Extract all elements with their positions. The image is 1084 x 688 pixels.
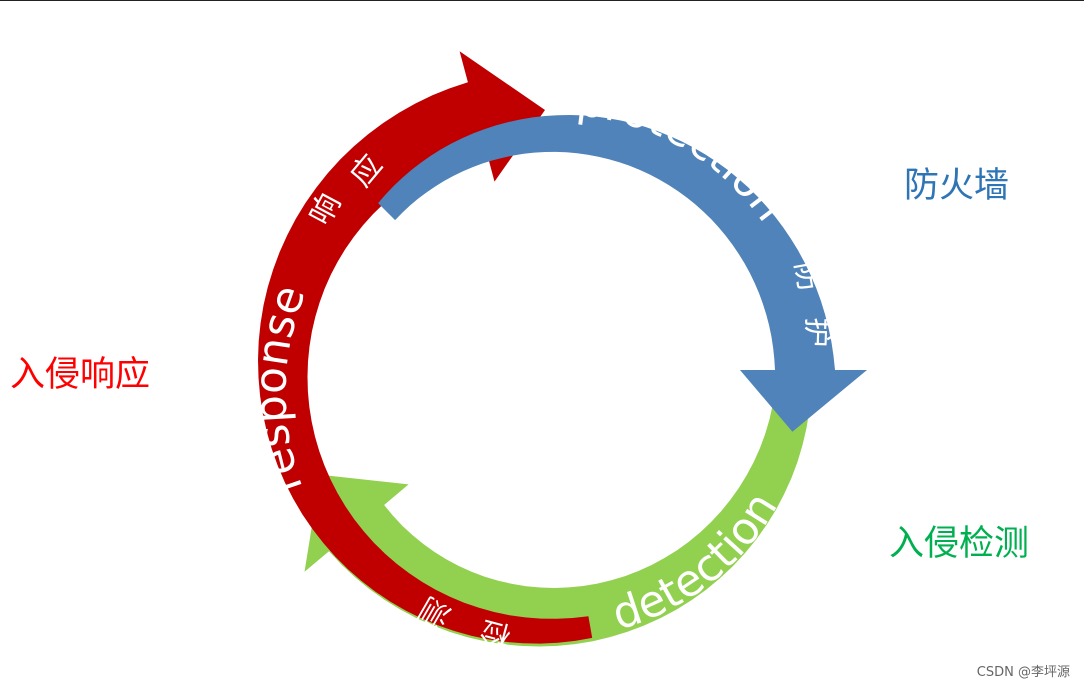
firewall-label: 防火墙	[904, 166, 1010, 206]
detection-label: detection	[606, 484, 787, 641]
protection-arrow	[378, 115, 867, 432]
intrusion-response-label: 入侵响应	[10, 355, 151, 395]
protection-cn-1: 防	[788, 259, 828, 295]
watermark: CSDN @李坪源	[976, 665, 1070, 680]
top-rule	[0, 0, 1084, 1]
response-arrow	[258, 51, 593, 644]
detection-text: detection	[606, 484, 787, 641]
protection-cn-2: 护	[798, 317, 834, 348]
intrusion-detection-label: 入侵检测	[889, 524, 1030, 564]
